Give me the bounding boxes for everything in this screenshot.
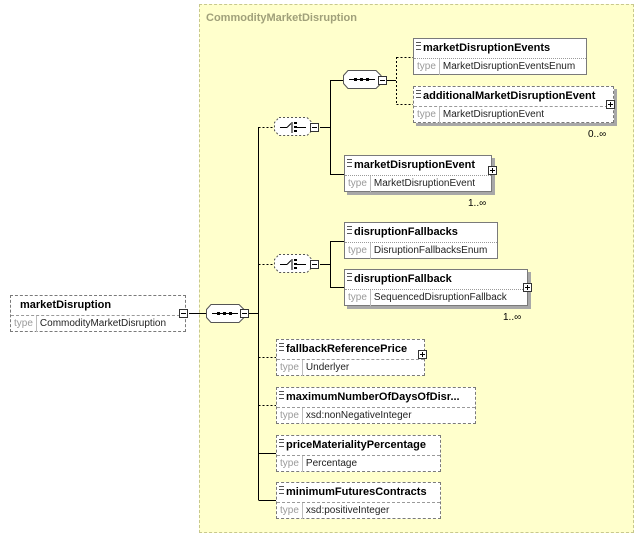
element-type: DisruptionFallbacksEnum	[373, 245, 488, 256]
annotation-icon	[279, 343, 284, 351]
type-keyword: type	[277, 360, 303, 376]
element-type: Underlyer	[305, 362, 350, 373]
type-keyword: type	[11, 316, 37, 332]
element-name: fallbackReferencePrice	[286, 343, 408, 355]
occurrence-label: 1..∞	[503, 312, 522, 323]
element-name: marketDisruptionEvent	[354, 159, 476, 171]
choice-compositor-icon	[274, 254, 313, 273]
element-type: MarketDisruptionEvent	[373, 178, 476, 189]
element-name: marketDisruption	[11, 296, 185, 316]
element-type: CommodityMarketDisruption	[39, 318, 167, 329]
element-name: disruptionFallback	[354, 273, 452, 285]
occurrence-label: 0..∞	[588, 129, 607, 140]
type-keyword: type	[414, 107, 440, 123]
element-name: disruptionFallbacks	[354, 226, 458, 238]
collapse-toggle-icon[interactable]	[378, 76, 387, 85]
collapse-toggle-icon[interactable]	[240, 309, 249, 318]
annotation-icon	[347, 159, 352, 167]
element-type: SequencedDisruptionFallback	[373, 292, 507, 303]
element-type: xsd:positiveInteger	[305, 505, 390, 516]
element-type: MarketDisruptionEventsEnum	[442, 61, 576, 72]
annotation-icon	[279, 391, 284, 399]
element-name: minimumFuturesContracts	[286, 486, 427, 498]
element-name: additionalMarketDisruptionEvent	[423, 90, 596, 102]
annotation-icon	[347, 273, 352, 281]
element-name: priceMaterialityPercentage	[286, 439, 427, 451]
element-name: marketDisruptionEvents	[423, 42, 551, 54]
collapse-toggle-icon[interactable]	[310, 260, 319, 269]
occurrence-label: 1..∞	[468, 198, 487, 209]
choice-compositor-icon	[274, 117, 313, 136]
collapse-toggle-icon[interactable]	[179, 309, 188, 318]
annotation-icon	[279, 439, 284, 447]
sequence-compositor-icon	[343, 70, 382, 89]
expand-toggle-icon[interactable]	[523, 283, 532, 292]
annotation-icon	[347, 226, 352, 234]
element-name: maximumNumberOfDaysOfDisr...	[286, 391, 460, 403]
expand-toggle-icon[interactable]	[488, 166, 497, 175]
annotation-icon	[416, 90, 421, 98]
type-keyword: type	[345, 176, 371, 192]
element-type: xsd:nonNegativeInteger	[305, 410, 412, 421]
expand-toggle-icon[interactable]	[418, 350, 427, 359]
element-type: MarketDisruptionEvent	[442, 109, 545, 120]
sequence-compositor-icon	[206, 304, 245, 323]
type-keyword: type	[277, 503, 303, 519]
annotation-icon	[279, 486, 284, 494]
complex-type-title: CommodityMarketDisruption	[206, 12, 357, 24]
type-keyword: type	[345, 243, 371, 259]
annotation-icon	[416, 42, 421, 50]
expand-toggle-icon[interactable]	[606, 100, 615, 109]
type-keyword: type	[277, 456, 303, 472]
type-keyword: type	[277, 408, 303, 424]
collapse-toggle-icon[interactable]	[310, 123, 319, 132]
type-keyword: type	[414, 59, 440, 75]
type-keyword: type	[345, 290, 371, 306]
element-type: Percentage	[305, 458, 358, 469]
